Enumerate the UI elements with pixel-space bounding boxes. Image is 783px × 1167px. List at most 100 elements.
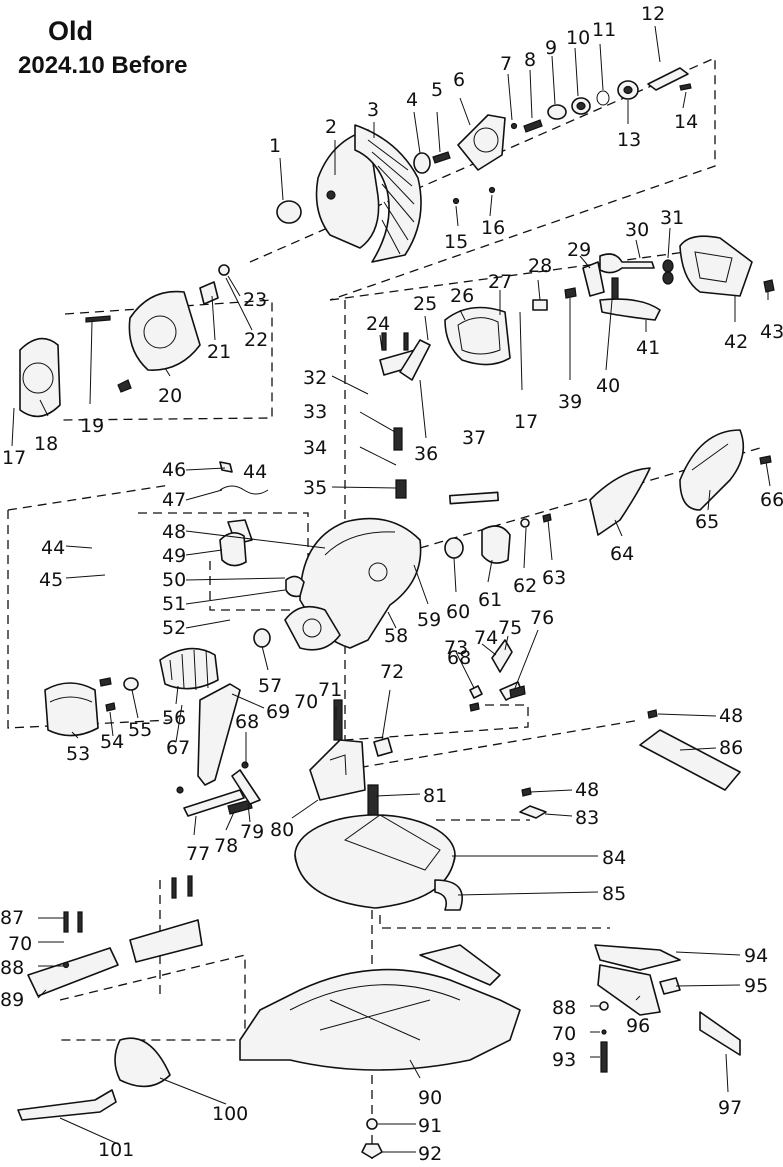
part-label-3: 3 bbox=[367, 99, 379, 121]
part-label-54: 54 bbox=[100, 731, 124, 753]
part-label-68b: 68 bbox=[447, 647, 471, 669]
part-label-15: 15 bbox=[444, 231, 468, 253]
part-label-48b: 48 bbox=[719, 705, 743, 727]
part-label-79: 79 bbox=[240, 821, 264, 843]
part-label-72: 72 bbox=[380, 661, 404, 683]
part-label-32: 32 bbox=[303, 367, 327, 389]
part-label-9: 9 bbox=[545, 37, 557, 59]
part-label-76: 76 bbox=[530, 607, 554, 629]
part-label-46: 46 bbox=[162, 459, 186, 481]
part-label-21: 21 bbox=[207, 341, 231, 363]
part-label-34: 34 bbox=[303, 437, 327, 459]
part-label-26: 26 bbox=[450, 285, 474, 307]
part-label-74: 74 bbox=[474, 627, 498, 649]
part-label-89: 89 bbox=[0, 989, 24, 1011]
part-label-29: 29 bbox=[567, 239, 591, 261]
part-label-92: 92 bbox=[418, 1143, 442, 1165]
part-label-16: 16 bbox=[481, 217, 505, 239]
part-label-90: 90 bbox=[418, 1087, 442, 1109]
part-label-86: 86 bbox=[719, 737, 743, 759]
part-label-13: 13 bbox=[617, 129, 641, 151]
part-label-14: 14 bbox=[674, 111, 698, 133]
part-label-87: 87 bbox=[0, 907, 24, 929]
part-label-91: 91 bbox=[418, 1115, 442, 1137]
part-label-4: 4 bbox=[406, 89, 418, 111]
part-label-61: 61 bbox=[478, 589, 502, 611]
part-label-20: 20 bbox=[158, 385, 182, 407]
part-label-68a: 68 bbox=[235, 711, 259, 733]
part-label-12: 12 bbox=[641, 3, 665, 25]
part-label-100: 100 bbox=[212, 1103, 248, 1125]
part-label-101: 101 bbox=[98, 1139, 134, 1161]
part-label-28: 28 bbox=[528, 255, 552, 277]
part-label-6: 6 bbox=[453, 69, 465, 91]
part-label-58: 58 bbox=[384, 625, 408, 647]
arm-assembly bbox=[284, 427, 772, 651]
diagram-title-line2: 2024.10 Before bbox=[18, 52, 188, 79]
part-label-88a: 88 bbox=[0, 957, 24, 979]
part-label-17a: 17 bbox=[2, 447, 26, 469]
part-label-33: 33 bbox=[303, 401, 327, 423]
part-label-88b: 88 bbox=[552, 997, 576, 1019]
part-label-78: 78 bbox=[214, 835, 238, 857]
part-label-7: 7 bbox=[500, 53, 512, 75]
part-label-94: 94 bbox=[744, 945, 768, 967]
part-label-10: 10 bbox=[566, 27, 590, 49]
part-label-48c: 48 bbox=[575, 779, 599, 801]
part-label-42: 42 bbox=[724, 331, 748, 353]
part-label-77: 77 bbox=[186, 843, 210, 865]
part-label-30: 30 bbox=[625, 219, 649, 241]
part-label-57: 57 bbox=[258, 675, 282, 697]
part-label-84: 84 bbox=[602, 847, 626, 869]
part-label-5: 5 bbox=[431, 79, 443, 101]
part-label-23: 23 bbox=[243, 289, 267, 311]
part-label-64: 64 bbox=[610, 543, 634, 565]
part-label-59: 59 bbox=[417, 609, 441, 631]
part-label-49: 49 bbox=[162, 545, 186, 567]
part-label-45: 45 bbox=[39, 569, 63, 591]
part-label-27: 27 bbox=[488, 271, 512, 293]
base-and-fence-assembly bbox=[17, 875, 741, 1159]
part-label-44b: 44 bbox=[41, 537, 65, 559]
part-label-44a: 44 bbox=[243, 461, 267, 483]
part-label-70b: 70 bbox=[8, 933, 32, 955]
part-label-36: 36 bbox=[414, 443, 438, 465]
part-label-75: 75 bbox=[498, 617, 522, 639]
part-label-96: 96 bbox=[626, 1015, 650, 1037]
part-label-70c: 70 bbox=[552, 1023, 576, 1045]
blade-guard-assembly bbox=[276, 67, 692, 263]
part-label-67: 67 bbox=[166, 737, 190, 759]
part-label-55: 55 bbox=[128, 719, 152, 741]
part-label-50: 50 bbox=[162, 569, 186, 591]
part-label-51: 51 bbox=[162, 593, 186, 615]
part-label-53: 53 bbox=[66, 743, 90, 765]
part-label-47: 47 bbox=[162, 489, 186, 511]
part-label-35: 35 bbox=[303, 477, 327, 499]
part-label-25: 25 bbox=[413, 293, 437, 315]
part-label-11: 11 bbox=[592, 19, 616, 41]
part-label-8: 8 bbox=[524, 49, 536, 71]
leader-lines bbox=[11, 25, 771, 1153]
handle-and-switch-assembly bbox=[379, 235, 775, 381]
turntable-assembly bbox=[294, 709, 741, 911]
part-label-52: 52 bbox=[162, 617, 186, 639]
part-label-24: 24 bbox=[366, 313, 390, 335]
part-label-63: 63 bbox=[542, 567, 566, 589]
part-label-1: 1 bbox=[269, 135, 281, 157]
part-label-69: 69 bbox=[266, 701, 290, 723]
part-label-81: 81 bbox=[423, 785, 447, 807]
part-label-22: 22 bbox=[244, 329, 268, 351]
part-label-60: 60 bbox=[446, 601, 470, 623]
part-label-41: 41 bbox=[636, 337, 660, 359]
part-label-18: 18 bbox=[34, 433, 58, 455]
part-label-62: 62 bbox=[513, 575, 537, 597]
part-label-85: 85 bbox=[602, 883, 626, 905]
part-label-73: 73 bbox=[444, 637, 468, 659]
part-label-39: 39 bbox=[558, 391, 582, 413]
part-label-17b: 17 bbox=[514, 411, 538, 433]
part-label-19: 19 bbox=[80, 415, 104, 437]
part-label-93: 93 bbox=[552, 1049, 576, 1071]
part-label-83: 83 bbox=[575, 807, 599, 829]
part-label-48a: 48 bbox=[162, 521, 186, 543]
